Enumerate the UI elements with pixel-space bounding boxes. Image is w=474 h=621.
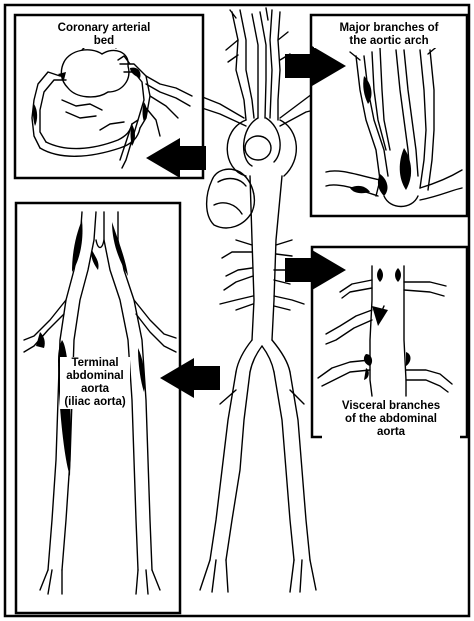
terminal-label-line-3: aorta [60, 383, 130, 396]
terminal-label-line-4: (iliac aorta) [60, 396, 130, 409]
terminal-label-line-1: Terminal [60, 357, 130, 370]
coronary-inset-label: Coronary arterial bed [48, 22, 160, 48]
arch-label-line-1: Major branches of [314, 22, 464, 35]
terminal-label-line-2: abdominal [60, 370, 130, 383]
arch-label-line-2: the aortic arch [314, 35, 464, 48]
visceral-label-line-2: of the abdominal [322, 413, 460, 426]
coronary-label-line-2: bed [48, 35, 160, 48]
visceral-label-line-1: Visceral branches [322, 400, 460, 413]
visceral-label-line-3: aorta [322, 426, 460, 439]
aortic-arch-inset-label: Major branches of the aortic arch [314, 22, 464, 48]
terminal-aorta-inset-label: Terminal abdominal aorta (iliac aorta) [60, 357, 130, 409]
visceral-inset-label: Visceral branches of the abdominal aorta [322, 400, 460, 439]
coronary-label-line-1: Coronary arterial [48, 22, 160, 35]
